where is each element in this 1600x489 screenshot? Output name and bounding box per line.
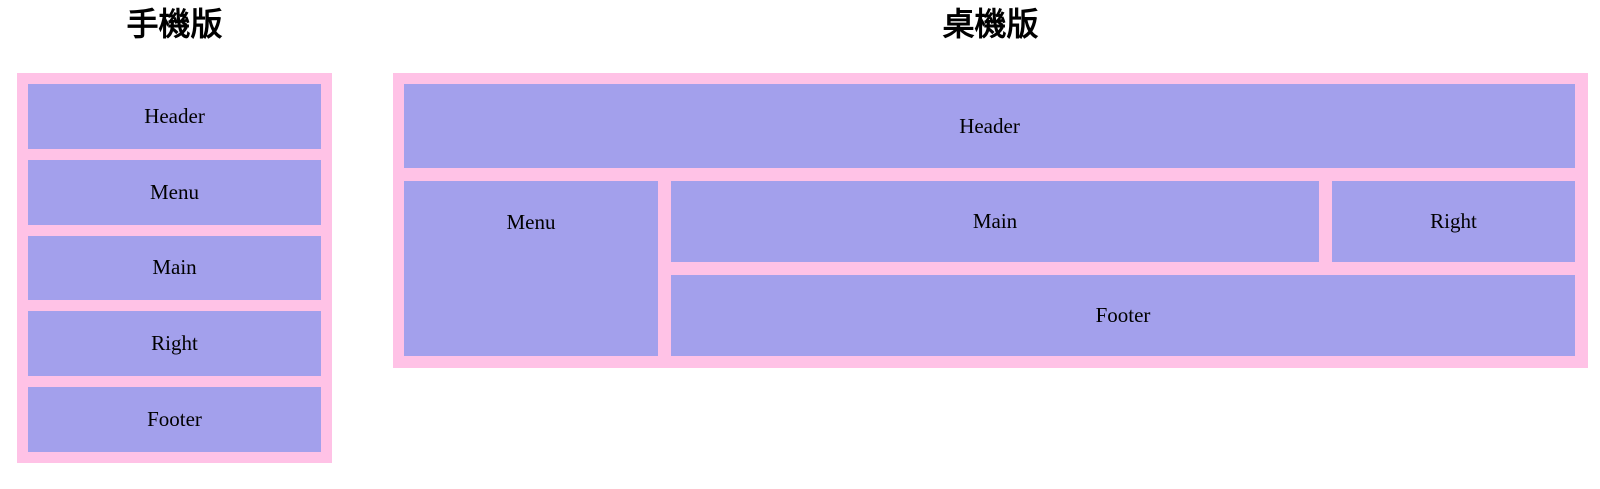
box-label: Right [151,331,198,356]
mobile-version-title: 手機版 [126,6,223,42]
desktop-layout-container: Header Menu Main Right Footer [393,73,1588,368]
box-label: Menu [150,179,199,204]
box-label: Right [1430,209,1477,233]
desktop-version-title: 桌機版 [942,6,1039,42]
box-label: Footer [1095,303,1151,327]
box-label: Header [959,113,1020,138]
desktop-right-box: Right [1332,181,1575,262]
box-label: Main [152,255,197,280]
desktop-header-box: Header [404,84,1575,168]
desktop-footer-box: Footer [671,275,1575,356]
mobile-menu-box: Menu [28,159,321,225]
mobile-footer-box: Footer [28,387,321,452]
box-label: Menu [506,210,556,234]
box-label: Footer [147,407,202,432]
box-label: Header [144,103,205,128]
mobile-header-box: Header [28,84,321,149]
mobile-layout-container: Header Menu Main Right Footer [17,73,332,463]
desktop-main-box: Main [671,181,1319,262]
box-label: Main [972,209,1018,233]
mobile-main-box: Main [28,235,321,301]
mobile-right-box: Right [28,311,321,377]
desktop-menu-box: Menu [404,181,658,356]
